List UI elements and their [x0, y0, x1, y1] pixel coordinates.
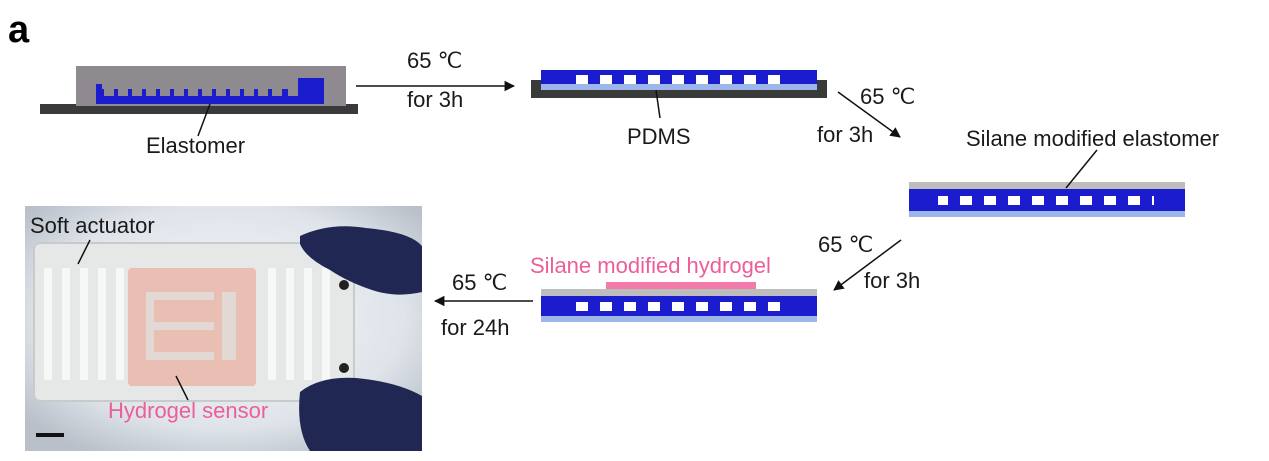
step3-time: for 3h — [864, 268, 920, 293]
hydrogel-sensor-label: Hydrogel sensor — [108, 398, 268, 423]
step1-time: for 3h — [407, 87, 463, 112]
soft-actuator-label: Soft actuator — [30, 213, 155, 238]
step4-time: for 24h — [441, 315, 510, 340]
mold-elastomer-illustration — [40, 66, 358, 137]
step4-temp: 65 ℃ — [452, 270, 507, 295]
silane-hydrogel-label: Silane modified hydrogel — [530, 253, 771, 278]
device-photo — [25, 206, 422, 451]
step-arrow-2 — [837, 91, 901, 138]
step1-temp: 65 ℃ — [407, 48, 462, 73]
pdms-label: PDMS — [627, 124, 691, 149]
step2-time: for 3h — [817, 122, 873, 147]
silane-elastomer-illustration — [909, 149, 1185, 217]
step-arrow-3 — [833, 239, 902, 291]
panel-label: a — [8, 9, 30, 51]
pdms-illustration — [531, 70, 827, 119]
elastomer-label: Elastomer — [146, 133, 245, 158]
step2-temp: 65 ℃ — [860, 84, 915, 109]
silane-hydrogel-illustration — [541, 282, 817, 322]
silane-elastomer-label: Silane modified elastomer — [966, 126, 1219, 151]
step3-temp: 65 ℃ — [818, 232, 873, 257]
